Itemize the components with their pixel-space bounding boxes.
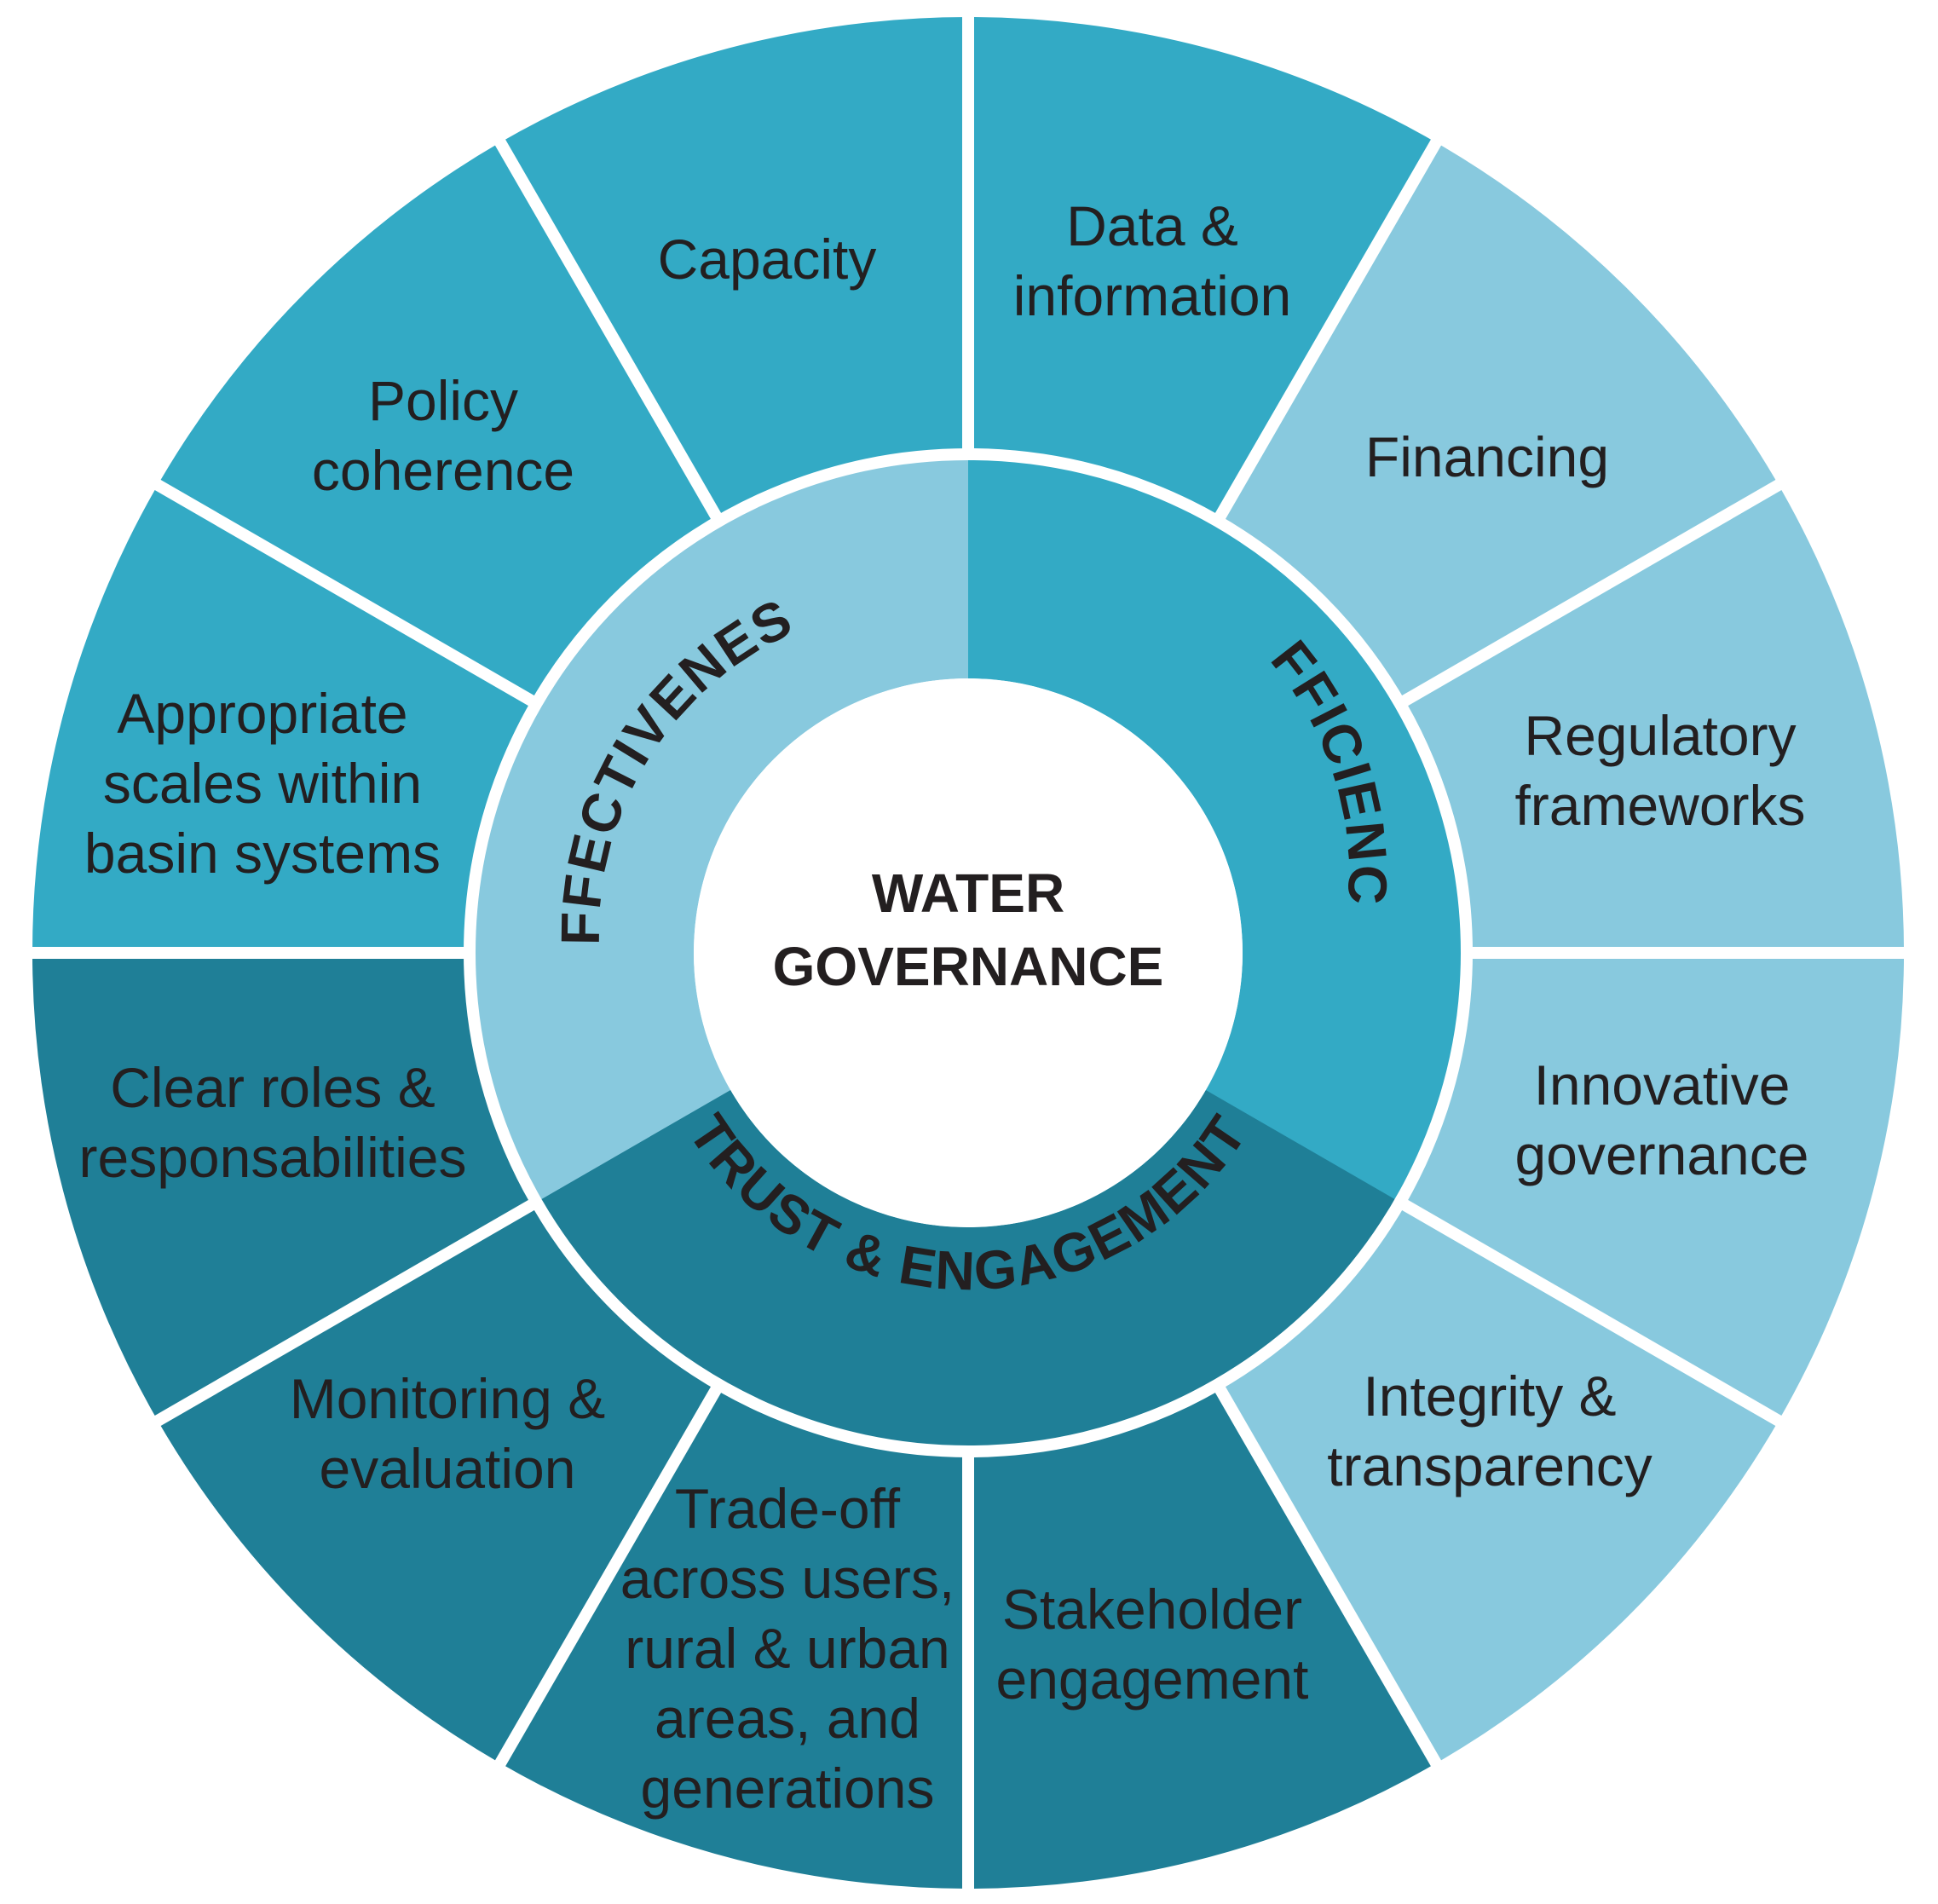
- principle-label-appropriate-scales: Appropriate scales within basin systems: [84, 682, 441, 885]
- ring-segment-trust: [536, 1090, 1400, 1452]
- segment-divider: [1397, 474, 1791, 709]
- principle-label-line: governance: [1515, 1123, 1809, 1186]
- principle-label-line: across users,: [620, 1547, 955, 1610]
- center-title-line: GOVERNANCE: [773, 936, 1164, 997]
- segment-divider: [1397, 1197, 1791, 1432]
- principle-label-line: Integrity &: [1363, 1365, 1616, 1428]
- principle-label-line: Monitoring &: [290, 1367, 606, 1430]
- segment-divider: [489, 1382, 724, 1775]
- segment-divider: [489, 130, 724, 524]
- principle-label-line: Policy: [368, 369, 518, 432]
- segment-monitoring-evaluation: [31, 953, 537, 1422]
- principle-label-line: Regulatory: [1524, 704, 1796, 767]
- principle-label-line: responsabilities: [79, 1126, 467, 1189]
- principle-label-line: Innovative: [1534, 1053, 1791, 1116]
- segment-divider: [1212, 130, 1447, 524]
- segment-regulatory-frameworks: [1399, 953, 1906, 1422]
- principle-label-line: coherence: [312, 439, 574, 502]
- ring-segment-efficiency: [470, 454, 968, 1203]
- principle-label-clear-roles: Clear roles & responsabilities: [79, 1056, 467, 1189]
- segment-dividers: [22, 7, 1914, 1899]
- center-title: WATER GOVERNANCE: [773, 863, 1164, 997]
- segment-divider: [146, 1197, 539, 1432]
- principle-label-line: scales within: [103, 752, 422, 815]
- principle-label-line: evaluation: [320, 1437, 576, 1500]
- principle-label-line: rural & urban: [625, 1617, 950, 1680]
- principle-label-capacity: Capacity: [658, 228, 877, 291]
- segment-capacity: [968, 15, 1437, 522]
- principle-label-trade-off: Trade-off across users, rural & urban areas…: [620, 1477, 955, 1820]
- principle-label-line: transparency: [1327, 1434, 1652, 1497]
- principle-label-line: Capacity: [658, 228, 877, 291]
- segment-integrity-transparency: [968, 1384, 1437, 1890]
- principle-label-data-information: Data & information: [1013, 194, 1292, 327]
- principle-label-line: Data &: [1066, 194, 1238, 257]
- dimension-ring: [470, 454, 1467, 1452]
- principle-label-monitoring-evaluation: Monitoring & evaluation: [290, 1367, 606, 1500]
- segment-stakeholder-engagement: [499, 1384, 968, 1890]
- segment-policy-coherence: [499, 14, 968, 522]
- ring-divider: [464, 448, 1473, 1457]
- principle-label-line: Clear roles &: [110, 1056, 435, 1119]
- segment-clear-roles: [31, 484, 537, 953]
- center-title-line: WATER: [872, 863, 1064, 924]
- principle-label-regulatory-frameworks: Regulatory frameworks: [1514, 704, 1805, 837]
- center-circle: [694, 678, 1243, 1227]
- principle-label-line: information: [1013, 264, 1292, 327]
- principle-label-innovative-governance: Innovative governance: [1515, 1053, 1809, 1186]
- principle-label-line: areas, and: [655, 1687, 920, 1750]
- principle-label-integrity-transparency: Integrity &transparency: [1327, 1365, 1652, 1497]
- principle-label-line: Stakeholder: [1002, 1578, 1302, 1641]
- principle-label-line: generations: [641, 1757, 935, 1820]
- segment-divider: [146, 474, 539, 709]
- segment-financing: [1399, 484, 1906, 953]
- principle-label-line: Financing: [1365, 425, 1609, 488]
- principle-label-line: Trade-off: [675, 1477, 901, 1540]
- principle-label-financing: Financing: [1365, 425, 1609, 488]
- principle-label-line: basin systems: [84, 822, 441, 885]
- principle-label-line: Appropriate: [117, 682, 407, 745]
- wheel-outline: [29, 14, 1907, 1892]
- principle-label-line: frameworks: [1514, 774, 1805, 837]
- principle-label-line: engagement: [996, 1647, 1309, 1711]
- principle-labels: Capacity Data & informationFinancingRegula…: [79, 194, 1809, 1820]
- segment-divider: [1212, 1382, 1447, 1775]
- principle-label-policy-coherence: Policy coherence: [312, 369, 574, 502]
